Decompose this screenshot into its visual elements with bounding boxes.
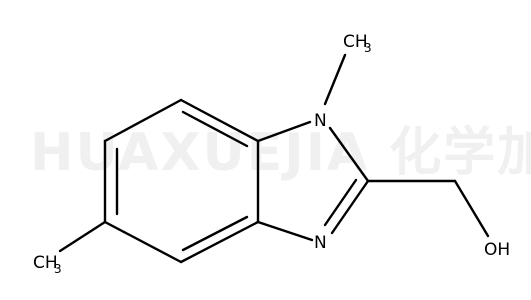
atom-n1: N <box>314 111 327 131</box>
bond-c4-c3a <box>179 220 260 264</box>
substituents <box>58 53 490 253</box>
bond-c5-c4 <box>103 220 183 264</box>
bond-n1-c2 <box>328 126 370 183</box>
bond-c5-methyl <box>58 220 107 253</box>
bond-c2-n3 <box>330 179 370 235</box>
methyl-left-subscript: 3 <box>54 262 62 276</box>
bond-n1-methyl <box>323 53 347 106</box>
methyl-top-subscript: 3 <box>364 41 372 55</box>
methyl-group-left: CH 3 <box>33 253 62 276</box>
methyl-top-label: CH <box>343 32 368 52</box>
atom-labels: N N CH 3 CH 3 OH <box>33 32 510 276</box>
bond-c7a-c7 <box>179 98 260 143</box>
double-bond-c4-c3a-inner <box>181 215 249 252</box>
bond-c7-c6 <box>103 98 183 143</box>
atom-n3: N <box>314 233 327 253</box>
benzene-ring <box>103 98 260 264</box>
imidazole-ring <box>256 120 370 242</box>
double-bond-c7-c7a-inner <box>181 110 249 148</box>
bond-c7a-n1 <box>256 120 312 143</box>
bond-n3-c3a <box>256 220 314 242</box>
methyl-group-top: CH 3 <box>343 32 372 55</box>
hydroxyl-label: OH <box>484 240 510 260</box>
methyl-left-label: CH <box>33 253 58 273</box>
bond-ch2-oh <box>453 179 490 238</box>
double-bond-c2-n3 <box>323 178 358 227</box>
